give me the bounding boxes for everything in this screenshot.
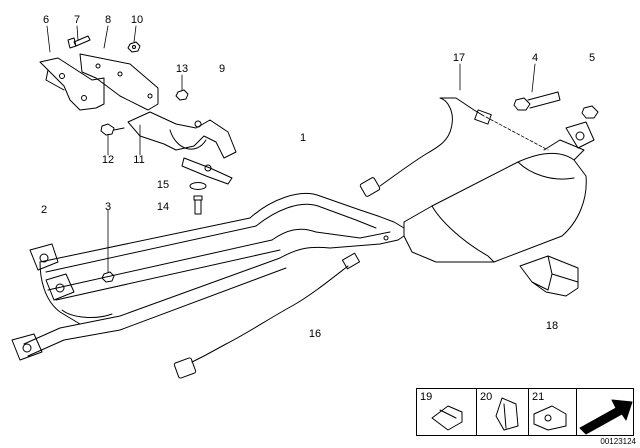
bracket-8 (79, 53, 159, 111)
silencer-1 (403, 121, 595, 263)
legend-label-21: 21 (532, 391, 545, 403)
callout-2: 2 (40, 204, 48, 216)
centre-pipe-1 (249, 192, 405, 259)
bolt-12 (100, 123, 125, 136)
callout-16: 16 (308, 328, 322, 340)
nut-10 (127, 41, 141, 53)
legend-label-19: 19 (420, 391, 433, 403)
callout-8: 8 (104, 14, 112, 26)
callout-18: 18 (545, 320, 559, 332)
callout-14: 14 (156, 201, 170, 213)
callout-7: 7 (73, 14, 81, 26)
nut-3 (101, 271, 115, 283)
washer-15 (189, 182, 207, 190)
front-pipe-2 (11, 217, 287, 361)
callout-11: 11 (133, 154, 145, 166)
legend-icon-20 (495, 397, 519, 431)
legend-label-20: 20 (480, 391, 493, 403)
clamp-11 (127, 111, 237, 185)
oxygen-sensor-16 (173, 252, 361, 379)
legend-cell-19: 19 (417, 389, 477, 435)
legend-icon-21 (533, 405, 567, 431)
nut-13 (175, 89, 189, 101)
bolt-7 (67, 35, 91, 49)
callout-3: 3 (104, 201, 112, 213)
oxygen-sensor-17 (359, 97, 492, 197)
callout-6: 6 (42, 14, 50, 26)
callout-15: 15 (156, 179, 170, 191)
bolt-4 (513, 91, 561, 111)
document-id: 00123124 (600, 437, 636, 446)
callout-10: 10 (130, 14, 144, 26)
callout-9: 9 (218, 63, 226, 75)
leader-lines (46, 25, 549, 273)
callout-5: 5 (588, 52, 596, 64)
callout-17: 17 (452, 52, 466, 64)
legend-box: 19 20 21 (416, 388, 634, 436)
heat-shield-18 (519, 255, 579, 297)
legend-arrow-icon (579, 399, 633, 435)
callout-1: 1 (299, 132, 307, 144)
callout-13: 13 (175, 63, 189, 75)
bracket-6 (39, 57, 105, 111)
callout-12: 12 (101, 154, 115, 166)
callout-4: 4 (531, 52, 539, 64)
legend-cell-20: 20 (477, 389, 529, 435)
nut-5 (581, 105, 599, 119)
legend-icon-19 (431, 405, 463, 431)
bolt-14 (193, 195, 203, 215)
legend-cell-21: 21 (529, 389, 577, 435)
